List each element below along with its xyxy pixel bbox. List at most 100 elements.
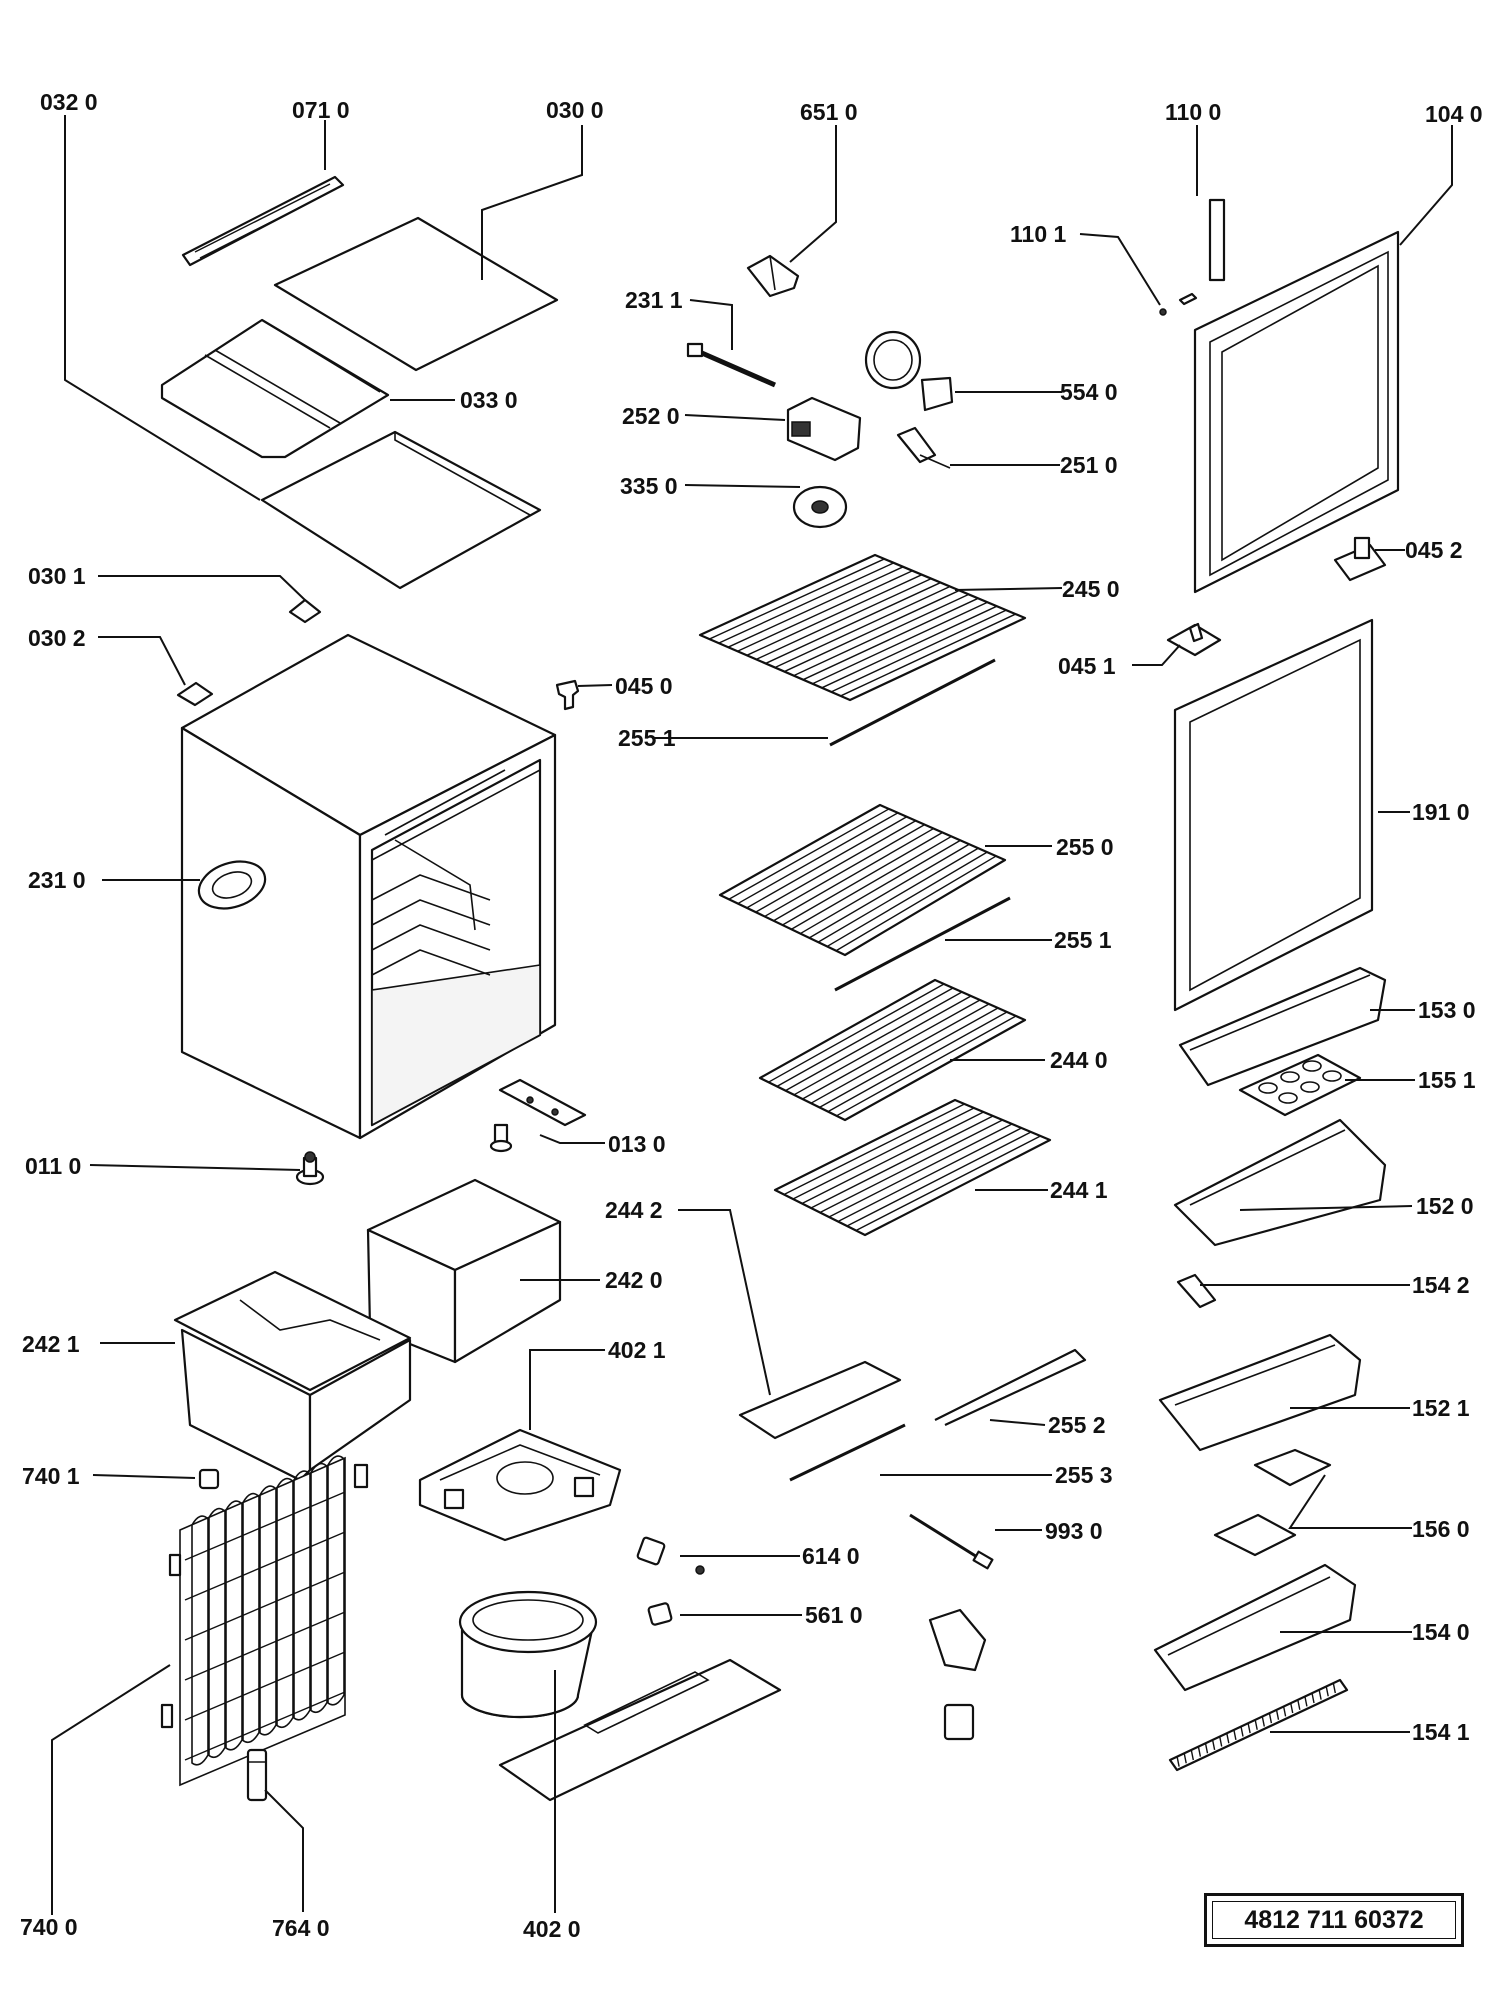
callout-0451: 045 1	[1058, 653, 1116, 679]
part-561-overload	[647, 1602, 673, 1626]
callout-1542: 154 2	[1412, 1272, 1470, 1298]
callout-1540: 154 0	[1412, 1619, 1470, 1645]
part-032-top-frame	[260, 430, 542, 590]
part-104-door-outer	[1193, 230, 1400, 594]
part-4021-compressor-bracket	[418, 1428, 622, 1542]
part-993-sensor	[909, 1513, 994, 1570]
callout-2421: 242 1	[22, 1331, 80, 1357]
callout-1040: 104 0	[1425, 101, 1483, 127]
callout-2311: 231 1	[625, 287, 683, 313]
callout-0330: 033 0	[460, 387, 518, 413]
part-030-worktop-sheet	[273, 216, 559, 372]
callout-3350: 335 0	[620, 473, 678, 499]
part-252-thermostat	[786, 396, 862, 462]
callout-1100: 110 0	[1165, 99, 1221, 125]
callout-7640: 764 0	[272, 1915, 330, 1941]
callout-0452: 045 2	[1405, 537, 1463, 563]
part-011-foot	[295, 1151, 325, 1186]
part-2441-shelf	[773, 1098, 1052, 1237]
callout-2552: 255 2	[1048, 1412, 1106, 1438]
callout-0302: 030 2	[28, 625, 86, 651]
callout-5610: 561 0	[805, 1602, 863, 1628]
callout-1101: 110 1	[1010, 221, 1066, 247]
part-153-dairy-cover	[1178, 966, 1387, 1087]
callout-1530: 153 0	[1418, 997, 1476, 1023]
part-1101-screw	[1159, 292, 1198, 316]
part-244-shelf	[758, 978, 1027, 1122]
part-245-shelf	[698, 553, 1027, 747]
part-misc-clips	[928, 1608, 987, 1741]
part-2552-trim	[934, 1348, 1087, 1426]
part-0451-hinge	[1166, 622, 1222, 657]
callout-2442: 244 2	[605, 1197, 663, 1223]
callout-0130: 013 0	[608, 1131, 666, 1157]
callout-6140: 614 0	[802, 1543, 860, 1569]
part-764-drain-tube	[246, 1748, 268, 1802]
callout-2450: 245 0	[1062, 576, 1120, 602]
part-0302-bracket	[176, 681, 214, 707]
callout-4020: 402 0	[523, 1916, 581, 1942]
part-740-condenser	[160, 1455, 369, 1787]
callout-0320: 032 0	[40, 89, 98, 115]
part-2421-crisper-drawer	[173, 1270, 412, 1482]
part-2311-shaft	[686, 342, 777, 388]
document-number: 4812 711 60372	[1204, 1893, 1464, 1947]
callout-7400: 740 0	[20, 1914, 78, 1940]
callout-2520: 252 0	[622, 403, 680, 429]
callout-1551: 155 1	[1418, 1067, 1476, 1093]
part-154-bottle-bin	[1153, 1563, 1357, 1692]
part-191-door-gasket	[1173, 618, 1374, 1012]
callout-2550: 255 0	[1056, 834, 1114, 860]
part-1542-clip	[1176, 1273, 1217, 1309]
part-045-hinge-pin	[555, 679, 580, 711]
callout-1910: 191 0	[1412, 799, 1470, 825]
part-1541-bottle-rack	[1168, 1678, 1349, 1772]
part-7401-clip	[198, 1468, 220, 1490]
part-2442-glass-plate	[738, 1360, 902, 1440]
callout-1521: 152 1	[1412, 1395, 1470, 1421]
callout-2440: 244 0	[1050, 1047, 1108, 1073]
callout-2441: 244 1	[1050, 1177, 1108, 1203]
callout-2420: 242 0	[605, 1267, 663, 1293]
part-231-thermostat-knob	[197, 860, 267, 910]
part-071-top-trim	[181, 175, 345, 267]
part-152-door-bin	[1173, 1118, 1387, 1247]
callout-9930: 993 0	[1045, 1518, 1103, 1544]
leader-lines	[51, 115, 1453, 1915]
callout-0300: 030 0	[546, 97, 604, 123]
part-335-knob	[792, 485, 848, 529]
part-242-crisper-box	[366, 1178, 562, 1364]
callout-labels: 032 0 071 0 030 0 651 0 110 0 104 0 110 …	[20, 89, 1483, 1942]
callout-2553: 255 3	[1055, 1462, 1113, 1488]
callout-0110: 011 0	[25, 1153, 81, 1179]
callout-0301: 030 1	[28, 563, 86, 589]
callout-1520: 152 0	[1416, 1193, 1474, 1219]
callout-2551b: 255 1	[1054, 927, 1112, 953]
part-402-compressor	[458, 1590, 782, 1802]
callout-4021: 402 1	[608, 1337, 666, 1363]
callout-5540: 554 0	[1060, 379, 1118, 405]
callout-0450: 045 0	[615, 673, 673, 699]
part-033-top-panel	[160, 318, 390, 459]
part-0452-hinge	[1333, 536, 1387, 582]
callout-2510: 251 0	[1060, 452, 1118, 478]
part-2553-trim-strip	[789, 1423, 906, 1482]
part-1100-hinge-rod	[1208, 198, 1226, 282]
part-250-shelf	[718, 803, 1011, 992]
part-554-lamp-holder	[864, 330, 954, 412]
part-156-bottle-retainer	[1213, 1448, 1332, 1557]
callout-2310: 231 0	[28, 867, 86, 893]
callout-2551a: 255 1	[618, 725, 676, 751]
part-cabinet-body	[180, 633, 557, 1140]
callout-6510: 651 0	[800, 99, 858, 125]
part-1551-egg-tray	[1238, 1053, 1362, 1117]
part-651-lamp	[746, 254, 800, 298]
callout-1560: 156 0	[1412, 1516, 1470, 1542]
callout-0710: 071 0	[292, 97, 350, 123]
part-251-switch	[896, 426, 951, 469]
callout-1541: 154 1	[1412, 1719, 1470, 1745]
part-1521-door-bin	[1158, 1333, 1362, 1452]
part-614-relay	[636, 1536, 705, 1575]
part-013-bottom-hinge	[489, 1078, 587, 1153]
